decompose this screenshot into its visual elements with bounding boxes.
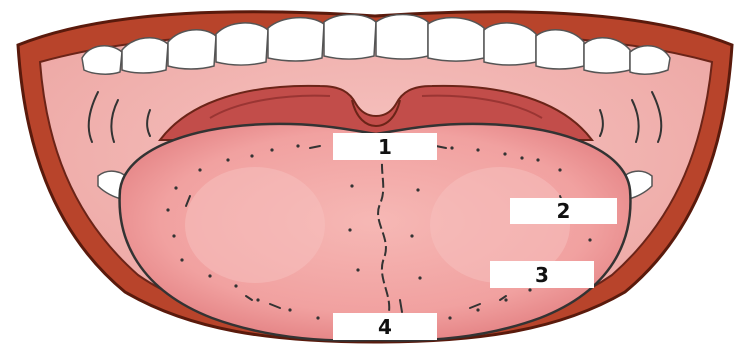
label-box-3: 3 [490,261,594,288]
label-1-text: 1 [378,135,392,159]
label-box-1: 1 [333,133,437,160]
label-2-text: 2 [557,199,571,223]
label-box-2: 2 [510,198,617,224]
label-3-text: 3 [535,263,549,287]
label-4-text: 4 [378,315,392,339]
label-box-4: 4 [333,313,437,340]
